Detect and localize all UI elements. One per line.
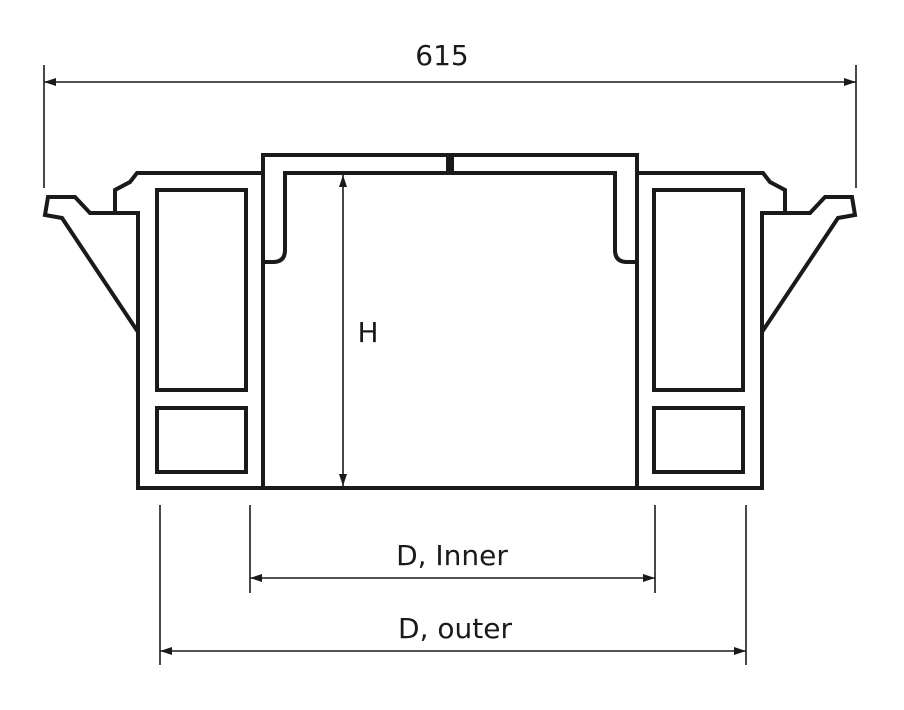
overall-width-dimension: 615 <box>43 39 857 188</box>
housing-left-half <box>43 153 454 490</box>
housing-right-half <box>446 153 857 490</box>
outer-diameter-dimension: D, outer <box>159 505 747 665</box>
height-dimension: H <box>339 175 379 486</box>
inner-diameter-dimension: D, Inner <box>249 505 656 593</box>
overall-width-label: 615 <box>415 39 468 72</box>
inner-diameter-label: D, Inner <box>396 539 508 572</box>
height-label: H <box>357 316 378 349</box>
outer-diameter-label: D, outer <box>398 612 512 645</box>
